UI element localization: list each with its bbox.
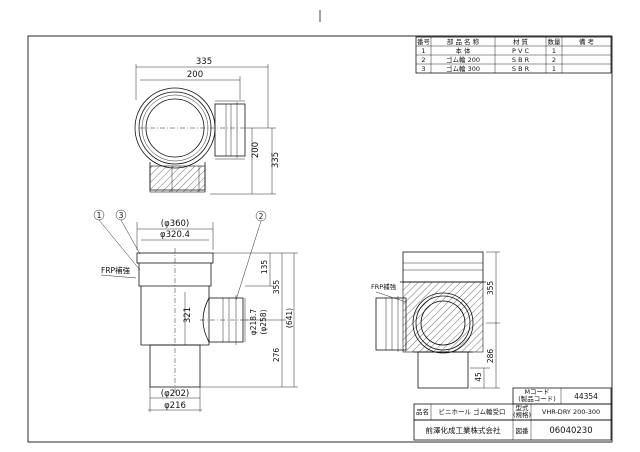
dim-top-width-inner: 200 [187,70,203,80]
dim-135: 135 [260,260,269,275]
table-cell: 1 [552,47,556,55]
name-label: 品名 [416,407,429,416]
dim-dia-side-2: (φ258) [259,309,268,334]
model-label: 型式(規格) [513,403,531,419]
table-cell: 1 [552,65,556,73]
dim-dia-inner-top: φ320.4 [160,230,190,240]
company-name: 前澤化成工業株式会社 [426,425,501,435]
balloon-3: 3 [119,211,124,220]
title-block: Mコード(製品コード) 44354 品名 ビニホール ゴム輪受口 型式(規格) … [413,387,612,441]
iso-dim-45: 45 [474,372,483,382]
table-cell: 3 [421,65,425,73]
table-cell: ゴム輪 200 [446,55,480,64]
dim-dia-bottom-inner: φ216 [164,401,186,411]
table-cell: 1 [421,47,425,55]
col-header-note: 備 考 [579,37,595,46]
dim-top-width-total: 335 [196,57,212,67]
dim-641: (641) [285,308,294,328]
name-value: ビニホール ゴム輪受口 [438,407,505,416]
col-header-name: 部 品 名 称 [447,37,480,46]
col-header-material: 材 質 [513,37,529,46]
top-view: 335 200 200 335 [134,57,281,195]
dim-dia-side-1: φ218.7 [249,309,258,336]
dim-321: 321 [183,307,193,323]
drawing-frame [27,35,613,443]
iso-dim-355: 355 [486,281,495,296]
table-cell: 2 [421,56,425,64]
front-view: 1 3 2 FRP補強 (φ360) φ320.4 321 [93,209,298,412]
balloon-1: 1 [97,211,102,220]
dim-top-height-inner: 200 [251,142,261,158]
dim-top-height-total: 335 [271,152,281,168]
parts-table: 番号 部 品 名 称 材 質 数量 備 考 1 本 体 P V C 1 2 ゴム… [415,36,612,74]
iso-label: FRP補強 [371,282,397,291]
balloon-2: 2 [259,212,264,221]
m-code-value: 44354 [574,392,598,401]
drawing-label: 図番 [516,427,530,435]
dim-dia-outer-top: (φ360) [161,219,189,229]
dim-276: 276 [272,348,281,363]
m-code-label: Mコード(製品コード) [518,388,556,403]
table-cell: 本 体 [455,46,471,55]
iso-dim-286: 286 [486,349,495,364]
drawing-value: 06040230 [549,426,592,436]
dim-dia-bottom-outer: (φ202) [161,389,189,399]
table-cell: P V C [512,47,529,55]
model-value: VHR-DRY 200-300 [542,408,600,416]
dim-355: 355 [272,280,281,295]
table-cell: S B R [512,56,530,64]
col-header-qty: 数量 [548,37,562,46]
frp-label: FRP補強 [101,265,131,275]
iso-view: FRP補強 355 286 45 [371,251,500,389]
table-cell: S B R [512,65,530,73]
table-cell: 2 [552,56,556,64]
col-header-no: 番号 [417,38,431,46]
table-cell: ゴム輪 300 [446,64,480,73]
